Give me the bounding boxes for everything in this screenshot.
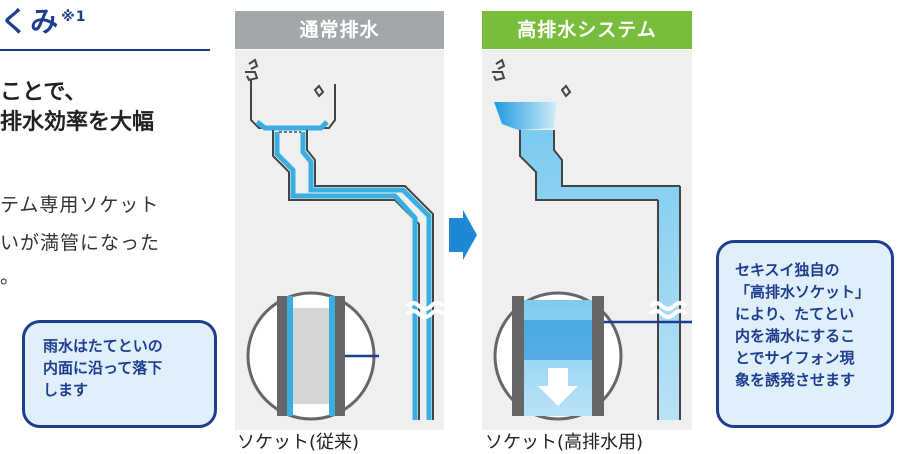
high-drain-header: 高排水システム (482, 11, 692, 49)
gutter-water (255, 120, 329, 131)
callout-normal-line-3: します (43, 381, 89, 399)
lead-line-1: ことで、 (0, 80, 87, 105)
section-heading: くみ※1 (0, 0, 86, 40)
callout-normal-line-2: 内面に沿って落下 (43, 359, 163, 377)
gutter-clip-icon (560, 84, 572, 98)
transition-arrow-icon (449, 210, 477, 260)
heading-text: くみ (0, 5, 60, 38)
body-line-2: いが満管になった (0, 232, 161, 254)
normal-drain-header: 通常排水 (235, 11, 444, 49)
water-film-right (300, 132, 432, 420)
body-line-1: テム専用ソケット (0, 194, 160, 216)
gutter-water-full (494, 102, 556, 130)
gutter-clip-icon (313, 84, 325, 98)
socket-wall-right (335, 296, 345, 416)
pipe-break-mark (405, 301, 444, 311)
body-line-3: 。 (0, 266, 21, 288)
socket-wall-right (592, 296, 604, 416)
heading-note: ※1 (61, 8, 87, 25)
lead-line-2: 排水効率を大幅 (0, 110, 155, 135)
pipe-full-water (520, 130, 680, 420)
callout-high-line-4: 内を満水にするこ (735, 327, 856, 345)
high-socket-caption: ソケット(高排水用) (485, 432, 644, 453)
callout-high: セキスイ独自の 「高排水ソケット」 により、たてとい 内を満水にするこ とでサイ… (716, 240, 894, 428)
gutter-outline (250, 80, 336, 129)
socket-water-right (329, 296, 335, 416)
callout-high-line-1: セキスイ独自の (735, 261, 840, 279)
pipe-outer-right (306, 130, 434, 420)
pipe-break-mark (648, 301, 688, 311)
socket-water-left (287, 296, 293, 416)
callout-high-line-3: により、たてとい (735, 305, 855, 323)
water-film-left (274, 132, 418, 420)
gutter-bracket-icon (492, 58, 506, 82)
callout-high-line-6: 象を誘発させます (735, 371, 856, 389)
callout-high-line-5: とでサイフォン現 (735, 349, 855, 367)
normal-socket-caption: ソケット(従来) (237, 432, 360, 453)
gutter-bracket-icon (245, 58, 259, 82)
down-arrow-icon (538, 368, 578, 406)
high-drain-diagram (492, 58, 692, 421)
socket-wall-left (277, 296, 287, 416)
pipe-outer-left (272, 130, 420, 420)
heading-underline (0, 49, 210, 51)
callout-normal: 雨水はたてといの 内面に沿って落下 します (22, 320, 217, 428)
socket-wall-left (512, 296, 524, 416)
callout-high-line-2: 「高排水ソケット」 (735, 283, 871, 301)
callout-normal-line-1: 雨水はたてといの (43, 337, 163, 355)
normal-drain-diagram (245, 58, 444, 421)
socket-hollow (293, 308, 329, 404)
